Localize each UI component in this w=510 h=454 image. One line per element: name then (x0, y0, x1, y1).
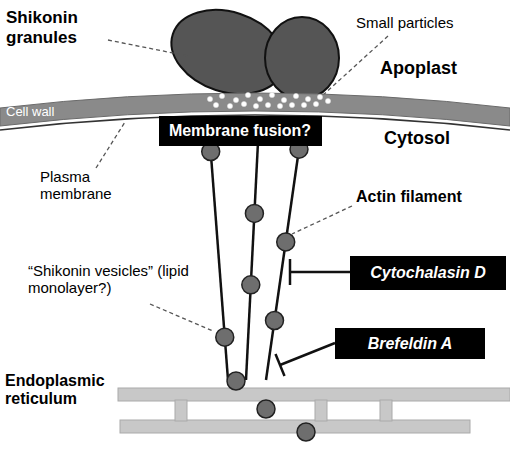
small-particle (227, 103, 232, 108)
small-particle (301, 102, 306, 107)
small-particle (269, 92, 274, 97)
vesicle (257, 400, 275, 418)
small-particle (257, 96, 262, 101)
small-particle (265, 102, 270, 107)
small-particle (245, 92, 250, 97)
box-label: Brefeldin A (368, 335, 453, 353)
shikonin-granules (160, 0, 339, 108)
vesicle (227, 372, 245, 390)
small-particle (207, 96, 212, 101)
small-particle (305, 96, 310, 101)
vesicle (277, 233, 295, 251)
vesicle-label: “Shikonin vesicles” (lipid monolayer?) (28, 262, 196, 297)
endoplasmic-reticulum (118, 388, 510, 433)
vesicle (216, 328, 234, 346)
small-particle (233, 97, 238, 102)
fusion-box: Membrane fusion? (159, 116, 322, 146)
region-label: Cytosol (384, 128, 450, 149)
small-particle (317, 94, 322, 99)
membrane-label: Plasma membrane (40, 168, 122, 203)
vesicle (266, 312, 284, 330)
small-particle (213, 102, 218, 107)
actin-label: Actin filament (356, 188, 462, 206)
box-label: Cytochalasin D (370, 264, 486, 282)
small-particle (281, 97, 286, 102)
actin-filaments (210, 142, 300, 380)
leader-lines (96, 36, 388, 331)
small-particle (241, 101, 246, 106)
inhibitor-box: Brefeldin A (335, 328, 485, 359)
inhibitor-box: Cytochalasin D (350, 256, 506, 290)
small-particle (293, 93, 298, 98)
small-particle (289, 102, 294, 107)
small-particle (313, 101, 318, 106)
small-particle (253, 103, 258, 108)
actin-filament (246, 142, 258, 380)
box-label: Membrane fusion? (169, 122, 311, 140)
er-label: Endoplasmic reticulum (5, 372, 117, 409)
particle-label: Small particles (356, 14, 454, 31)
vesicle (245, 204, 263, 222)
band-label: Cell wall (6, 105, 54, 119)
actin-filament (266, 142, 300, 380)
region-label: Apoplast (380, 58, 457, 79)
shikonin-vesicles (202, 140, 315, 441)
granule-label: Shikonin granules (6, 8, 116, 47)
small-particle (277, 103, 282, 108)
vesicle (297, 423, 315, 441)
vesicle (242, 276, 260, 294)
small-particle (325, 98, 330, 103)
small-particle (219, 93, 224, 98)
